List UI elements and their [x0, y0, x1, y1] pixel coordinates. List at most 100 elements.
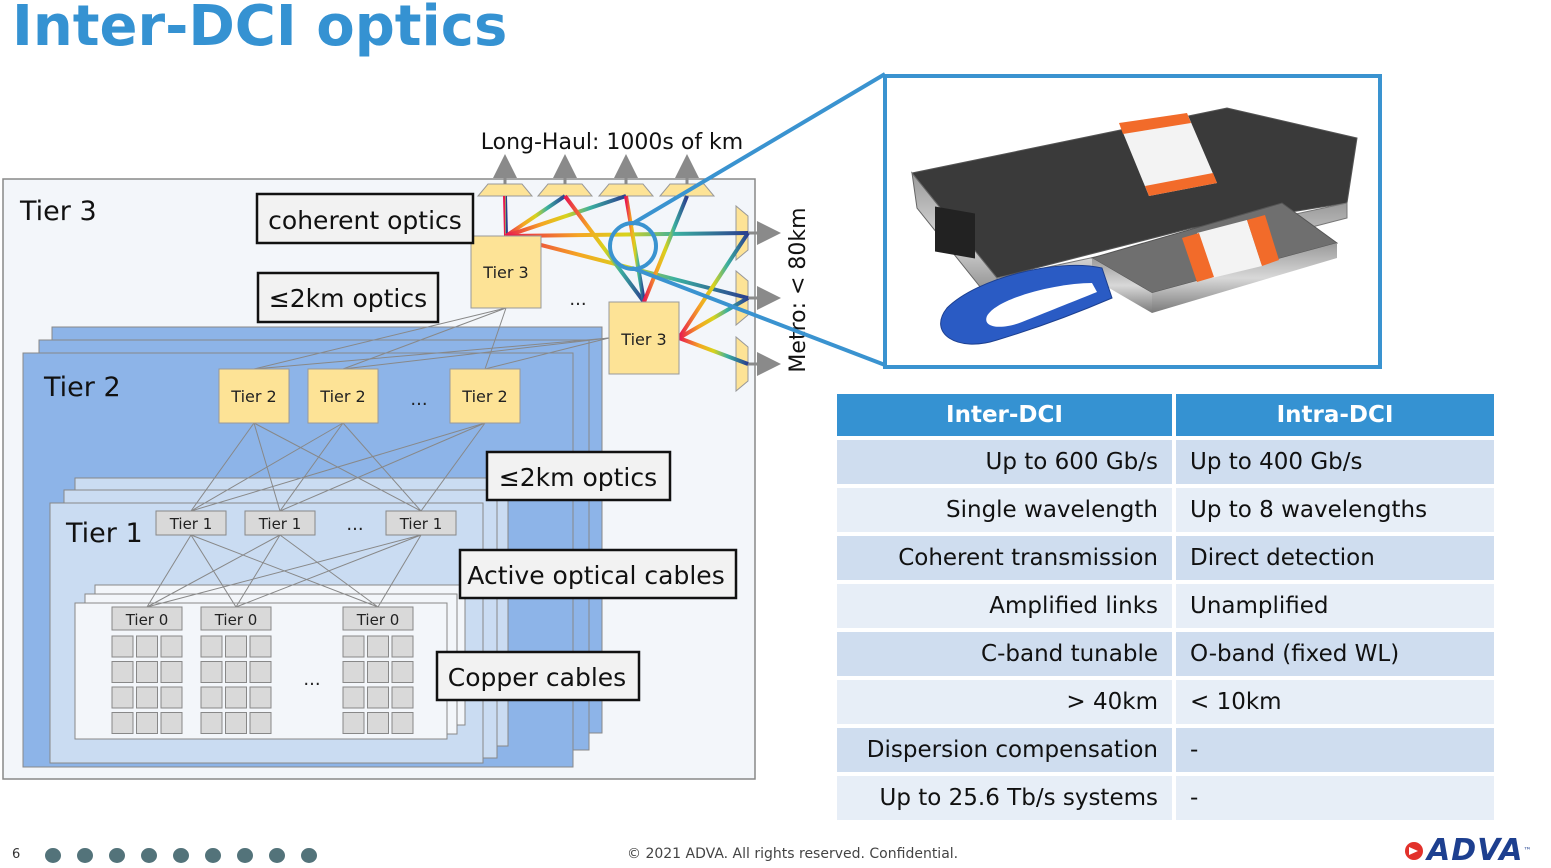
callout-short-reach-upper-text: ≤2km optics [269, 284, 427, 313]
nav-dot[interactable] [141, 848, 157, 863]
transceiver-photo-illustration [911, 107, 1358, 345]
callout-short-reach-upper [256, 271, 440, 324]
mesh-link [342, 337, 610, 370]
table-row: Dispersion compensation- [837, 728, 1494, 772]
column-header-intra-dci: Intra-DCI [1176, 394, 1494, 436]
tier1-node [385, 510, 457, 536]
server-rack-unit [249, 712, 272, 734]
callout-active-optical-cables [458, 548, 738, 600]
mesh-link [342, 307, 507, 370]
mesh-link [420, 422, 486, 512]
server-rack-unit [367, 661, 389, 683]
long-haul-mux [476, 183, 534, 197]
coherent-link [677, 231, 750, 340]
coherent-link [504, 194, 567, 238]
inter-dci-cell: Dispersion compensation [837, 728, 1172, 772]
table-row: > 40km< 10km [837, 680, 1494, 724]
zoom-line-top [630, 72, 887, 226]
tier2-node-label: Tier 2 [461, 387, 507, 406]
coherent-link [624, 195, 646, 303]
coherent-link [677, 296, 750, 340]
server-rack-unit [391, 686, 414, 709]
tier3-node [470, 235, 542, 309]
tier3-node [608, 301, 680, 375]
tier3-node-label: Tier 3 [482, 263, 528, 282]
copyright-notice: © 2021 ADVA. All rights reserved. Confid… [627, 846, 959, 862]
tier0-node [200, 606, 272, 631]
callout-coherent-optics [255, 192, 475, 245]
nav-dot[interactable] [269, 848, 285, 863]
server-rack-unit [342, 661, 365, 683]
metro-label: Metro: < 80km [786, 207, 811, 372]
tier0-node-label: Tier 0 [214, 611, 258, 629]
adva-logo: ADVA ™ [1405, 833, 1532, 868]
callout-short-reach-lower-text: ≤2km optics [499, 463, 657, 492]
mesh-link [190, 422, 255, 512]
server-rack-unit [160, 712, 183, 734]
tier1-node-label: Tier 1 [169, 515, 213, 533]
long-haul-mux [536, 183, 594, 197]
intra-dci-cell: - [1176, 728, 1494, 772]
server-rack-unit [160, 661, 183, 683]
intra-dci-cell: Up to 8 wavelengths [1176, 488, 1494, 532]
coherent-link [503, 195, 508, 237]
nav-dot[interactable] [77, 848, 93, 863]
server-rack-unit [225, 661, 247, 683]
server-rack-unit [225, 686, 247, 709]
cfp2-label [1119, 113, 1217, 196]
callout-copper-cables [435, 650, 641, 702]
intra-dci-cell: Up to 400 Gb/s [1176, 440, 1494, 484]
nav-dot[interactable] [301, 848, 317, 863]
tier2-node-label: Tier 2 [319, 387, 365, 406]
slide-nav-dots [45, 848, 317, 863]
nav-dot[interactable] [173, 848, 189, 863]
trademark-symbol: ™ [1523, 846, 1532, 855]
tier2-ellipsis: ... [410, 389, 427, 410]
callout-aoc-text: Active optical cables [467, 561, 724, 590]
server-rack-unit [111, 661, 134, 683]
callout-copper-text: Copper cables [448, 663, 626, 692]
mesh-link [253, 337, 610, 370]
server-rack-unit [225, 635, 247, 658]
qsfp-label [1197, 220, 1262, 278]
tier2-node [218, 368, 290, 424]
coherent-link [642, 195, 689, 303]
metro-mux [735, 335, 749, 393]
server-rack-unit [136, 686, 158, 709]
column-header-inter-dci: Inter-DCI [837, 394, 1172, 436]
mesh-link [253, 307, 507, 370]
server-rack-unit [342, 712, 365, 734]
server-rack-unit [111, 686, 134, 709]
mesh-link [146, 534, 281, 608]
mesh-link [484, 337, 610, 370]
tier3-ellipsis: ... [569, 289, 586, 310]
mesh-link [190, 422, 486, 512]
tier1-node-label: Tier 1 [399, 515, 443, 533]
tier3-zone-label: Tier 3 [19, 196, 97, 227]
mesh-link [484, 307, 507, 370]
long-haul-label: Long-Haul: 1000s of km [481, 130, 743, 155]
tier1-zone-label: Tier 1 [65, 518, 143, 549]
mesh-link [235, 534, 422, 608]
table-row: Up to 25.6 Tb/s systems- [837, 776, 1494, 820]
mesh-link [279, 422, 344, 512]
inter-dci-cell: Amplified links [837, 584, 1172, 628]
tier2-node [307, 368, 379, 424]
intra-dci-cell: Direct detection [1176, 536, 1494, 580]
inter-dci-cell: Coherent transmission [837, 536, 1172, 580]
nav-dot[interactable] [205, 848, 221, 863]
nav-dot[interactable] [109, 848, 125, 863]
intra-dci-cell: - [1176, 776, 1494, 820]
intra-dci-cell: Unamplified [1176, 584, 1494, 628]
page-number: 6 [12, 847, 21, 862]
transceiver-photo [883, 74, 1382, 369]
nav-dot[interactable] [45, 848, 61, 863]
server-rack-unit [391, 635, 414, 658]
nav-dot[interactable] [237, 848, 253, 863]
mesh-link [146, 534, 192, 608]
